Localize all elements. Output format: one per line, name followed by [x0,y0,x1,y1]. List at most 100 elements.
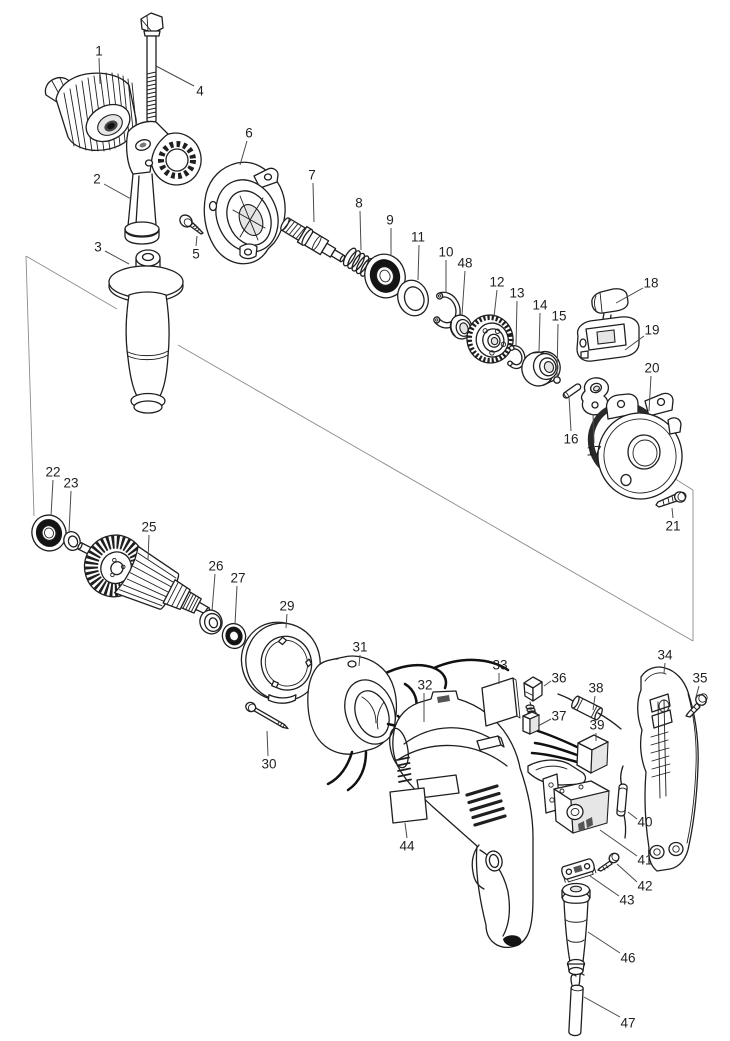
part-41-switch [527,759,610,834]
part-label-42: 42 [637,879,652,894]
part-label-19: 19 [644,323,659,338]
leader-power-cord-47 [583,996,621,1018]
part-40-lead-wire [616,765,628,839]
leader-side-handle-mount [103,183,132,200]
part-label-2: 2 [93,172,101,187]
part-30-screw [245,701,289,730]
part-29-baffle-plate [240,621,321,704]
leader-lines [50,57,700,1018]
leader-handle-cover-34 [663,662,666,674]
part-25-armature [77,534,211,615]
part-6-gear-housing [203,161,286,265]
part-21-screw [655,491,687,508]
part-label-33: 33 [492,658,507,673]
part-22-ball-bearing [31,514,67,552]
leader-lever-17 [592,413,595,444]
part-36-brush-holder-cap [523,676,543,702]
leader-bearing-retainer-20 [648,375,652,412]
assembly-axis-line-1 [25,255,35,517]
part-label-35: 35 [692,671,707,686]
leader-gear-12 [493,289,498,318]
part-label-29: 29 [279,599,294,614]
part-label-15: 15 [551,309,566,324]
part-label-23: 23 [63,476,78,491]
part-48-sleeve [449,314,473,340]
leader-washer-11 [417,244,420,281]
assembly-axis-line-3 [177,344,694,642]
part-34-handle-cover [637,666,699,872]
leader-baffle-plate-29 [285,613,288,629]
part-label-43: 43 [619,893,634,908]
part-17-lever [580,377,610,416]
leader-spindle [312,182,315,223]
leader-nameplate-44 [404,822,408,839]
part-46-cord-guard [561,882,591,976]
leader-retaining-ring-13 [515,300,518,347]
leader-cord-clamp-43 [589,875,620,897]
part-44-nameplate [389,787,428,824]
part-3-side-handle-grip [108,249,184,414]
part-39-capacitor [530,729,609,774]
part-23-washer [63,530,81,552]
part-label-10: 10 [438,245,453,260]
part-label-48: 48 [457,256,472,271]
part-label-32: 32 [417,678,432,693]
part-11-washer [397,279,429,317]
leader-field-stator-31 [358,654,361,667]
leader-ball-bearing-27 [234,585,238,625]
part-9-ball-bearing [364,253,406,299]
part-label-9: 9 [386,213,394,228]
assembly-axis-line-2 [25,255,118,310]
part-number-labels: 1234567891110481213141516171819202122232… [45,44,707,1031]
part-27-ball-bearing [221,622,247,650]
part-label-17: 17 [586,444,601,459]
part-label-11: 11 [411,230,425,245]
part-2-side-handle-mount [124,120,202,245]
part-label-8: 8 [355,196,363,211]
part-35-screw [685,693,708,718]
part-label-30: 30 [261,757,276,772]
part-label-4: 4 [196,84,204,99]
part-16-pin [562,383,582,399]
part-label-46: 46 [620,951,635,966]
part-label-26: 26 [208,559,223,574]
leader-steel-ball-15 [556,323,559,378]
leader-switch-41 [599,829,638,857]
part-label-34: 34 [657,648,673,663]
part-label-25: 25 [141,520,156,535]
leader-armature-25 [147,534,150,561]
leader-spring-8 [359,210,362,251]
part-label-27: 27 [230,571,245,586]
part-label-38: 38 [588,681,603,696]
part-label-22: 22 [45,465,60,480]
leader-cord-guard-46 [587,931,621,954]
part-37-carbon-brush [522,701,540,735]
part-label-40: 40 [637,815,652,830]
part-label-41: 41 [637,853,652,868]
leader-screw-21 [671,507,674,519]
leader-screw-5 [195,235,198,247]
part-42-screw [597,852,620,872]
part-label-18: 18 [643,276,658,291]
leader-screw-30 [266,730,269,757]
part-32-motor-housing [389,690,534,948]
leader-drill-chuck [98,57,101,85]
part-label-16: 16 [563,432,578,447]
leader-change-lever-19 [624,335,645,351]
part-label-7: 7 [308,168,316,183]
part-label-6: 6 [245,126,253,141]
part-15-steel-ball [553,376,561,384]
part-33-insulation-sheet [481,677,521,727]
part-47-power-cord [568,973,585,1037]
part-label-13: 13 [509,286,524,301]
leader-carbon-brush-37 [537,718,552,727]
part-43-cord-clamp [561,858,597,883]
leader-screw-35 [695,685,700,698]
part-label-36: 36 [551,671,566,686]
leader-pin-16 [568,395,572,432]
part-12-gear [466,314,514,364]
assembly-axis-lines [25,255,694,642]
part-label-31: 31 [352,640,367,655]
leader-washer-26 [211,573,216,612]
part-label-39: 39 [589,718,604,733]
